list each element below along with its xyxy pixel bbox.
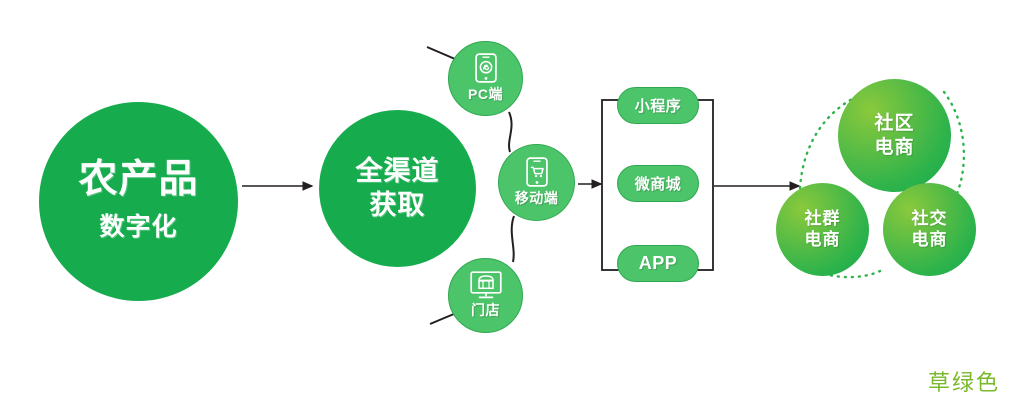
node-omni-subtitle: 获取	[369, 189, 426, 220]
node-platform-wechat-mall-label: 微商城	[634, 176, 682, 193]
node-channel-pc[interactable]: PC端	[448, 41, 523, 116]
node-outcome-social-line1: 社交	[911, 208, 948, 228]
phone-cart-icon	[525, 157, 548, 187]
node-channel-pc-label: PC端	[468, 86, 503, 102]
curve-mobile-to-shop	[510, 215, 515, 263]
node-outcome-community-line2: 电商	[874, 136, 915, 158]
node-outcome-community-commerce[interactable]: 社区 电商	[838, 79, 951, 192]
node-outcome-social-commerce[interactable]: 社交 电商	[883, 183, 976, 276]
node-outcome-social-line2: 电商	[911, 229, 948, 249]
monitor-storefront-icon	[469, 271, 502, 299]
node-channel-mobile[interactable]: 移动端	[498, 144, 575, 221]
node-platform-miniprogram-label: 小程序	[634, 98, 682, 115]
node-agri-title: 农产品	[78, 158, 199, 202]
node-omni-title: 全渠道	[355, 155, 440, 186]
node-platform-app[interactable]: APP	[617, 245, 699, 282]
node-outcome-group-commerce[interactable]: 社群 电商	[776, 183, 869, 276]
watermark-label: 草绿色	[927, 370, 1000, 395]
node-outcome-group-line2: 电商	[804, 229, 841, 249]
node-agri-subtitle: 数字化	[99, 212, 178, 241]
node-channel-mobile-label: 移动端	[514, 190, 559, 206]
node-channel-store[interactable]: 门店	[448, 258, 523, 333]
node-channel-store-label: 门店	[471, 302, 500, 318]
node-platform-wechat-mall[interactable]: 微商城	[617, 165, 699, 202]
node-platform-app-label: APP	[638, 253, 678, 273]
node-platform-miniprogram[interactable]: 小程序	[617, 87, 699, 124]
node-agricultural-products[interactable]: 农产品 数字化	[39, 102, 238, 301]
node-omnichannel[interactable]: 全渠道 获取	[319, 110, 476, 267]
node-outcome-community-line1: 社区	[874, 113, 915, 135]
node-outcome-group-line1: 社群	[804, 208, 841, 228]
phone-miniprogram-icon	[474, 53, 497, 83]
curve-pc-to-mobile	[508, 111, 513, 153]
